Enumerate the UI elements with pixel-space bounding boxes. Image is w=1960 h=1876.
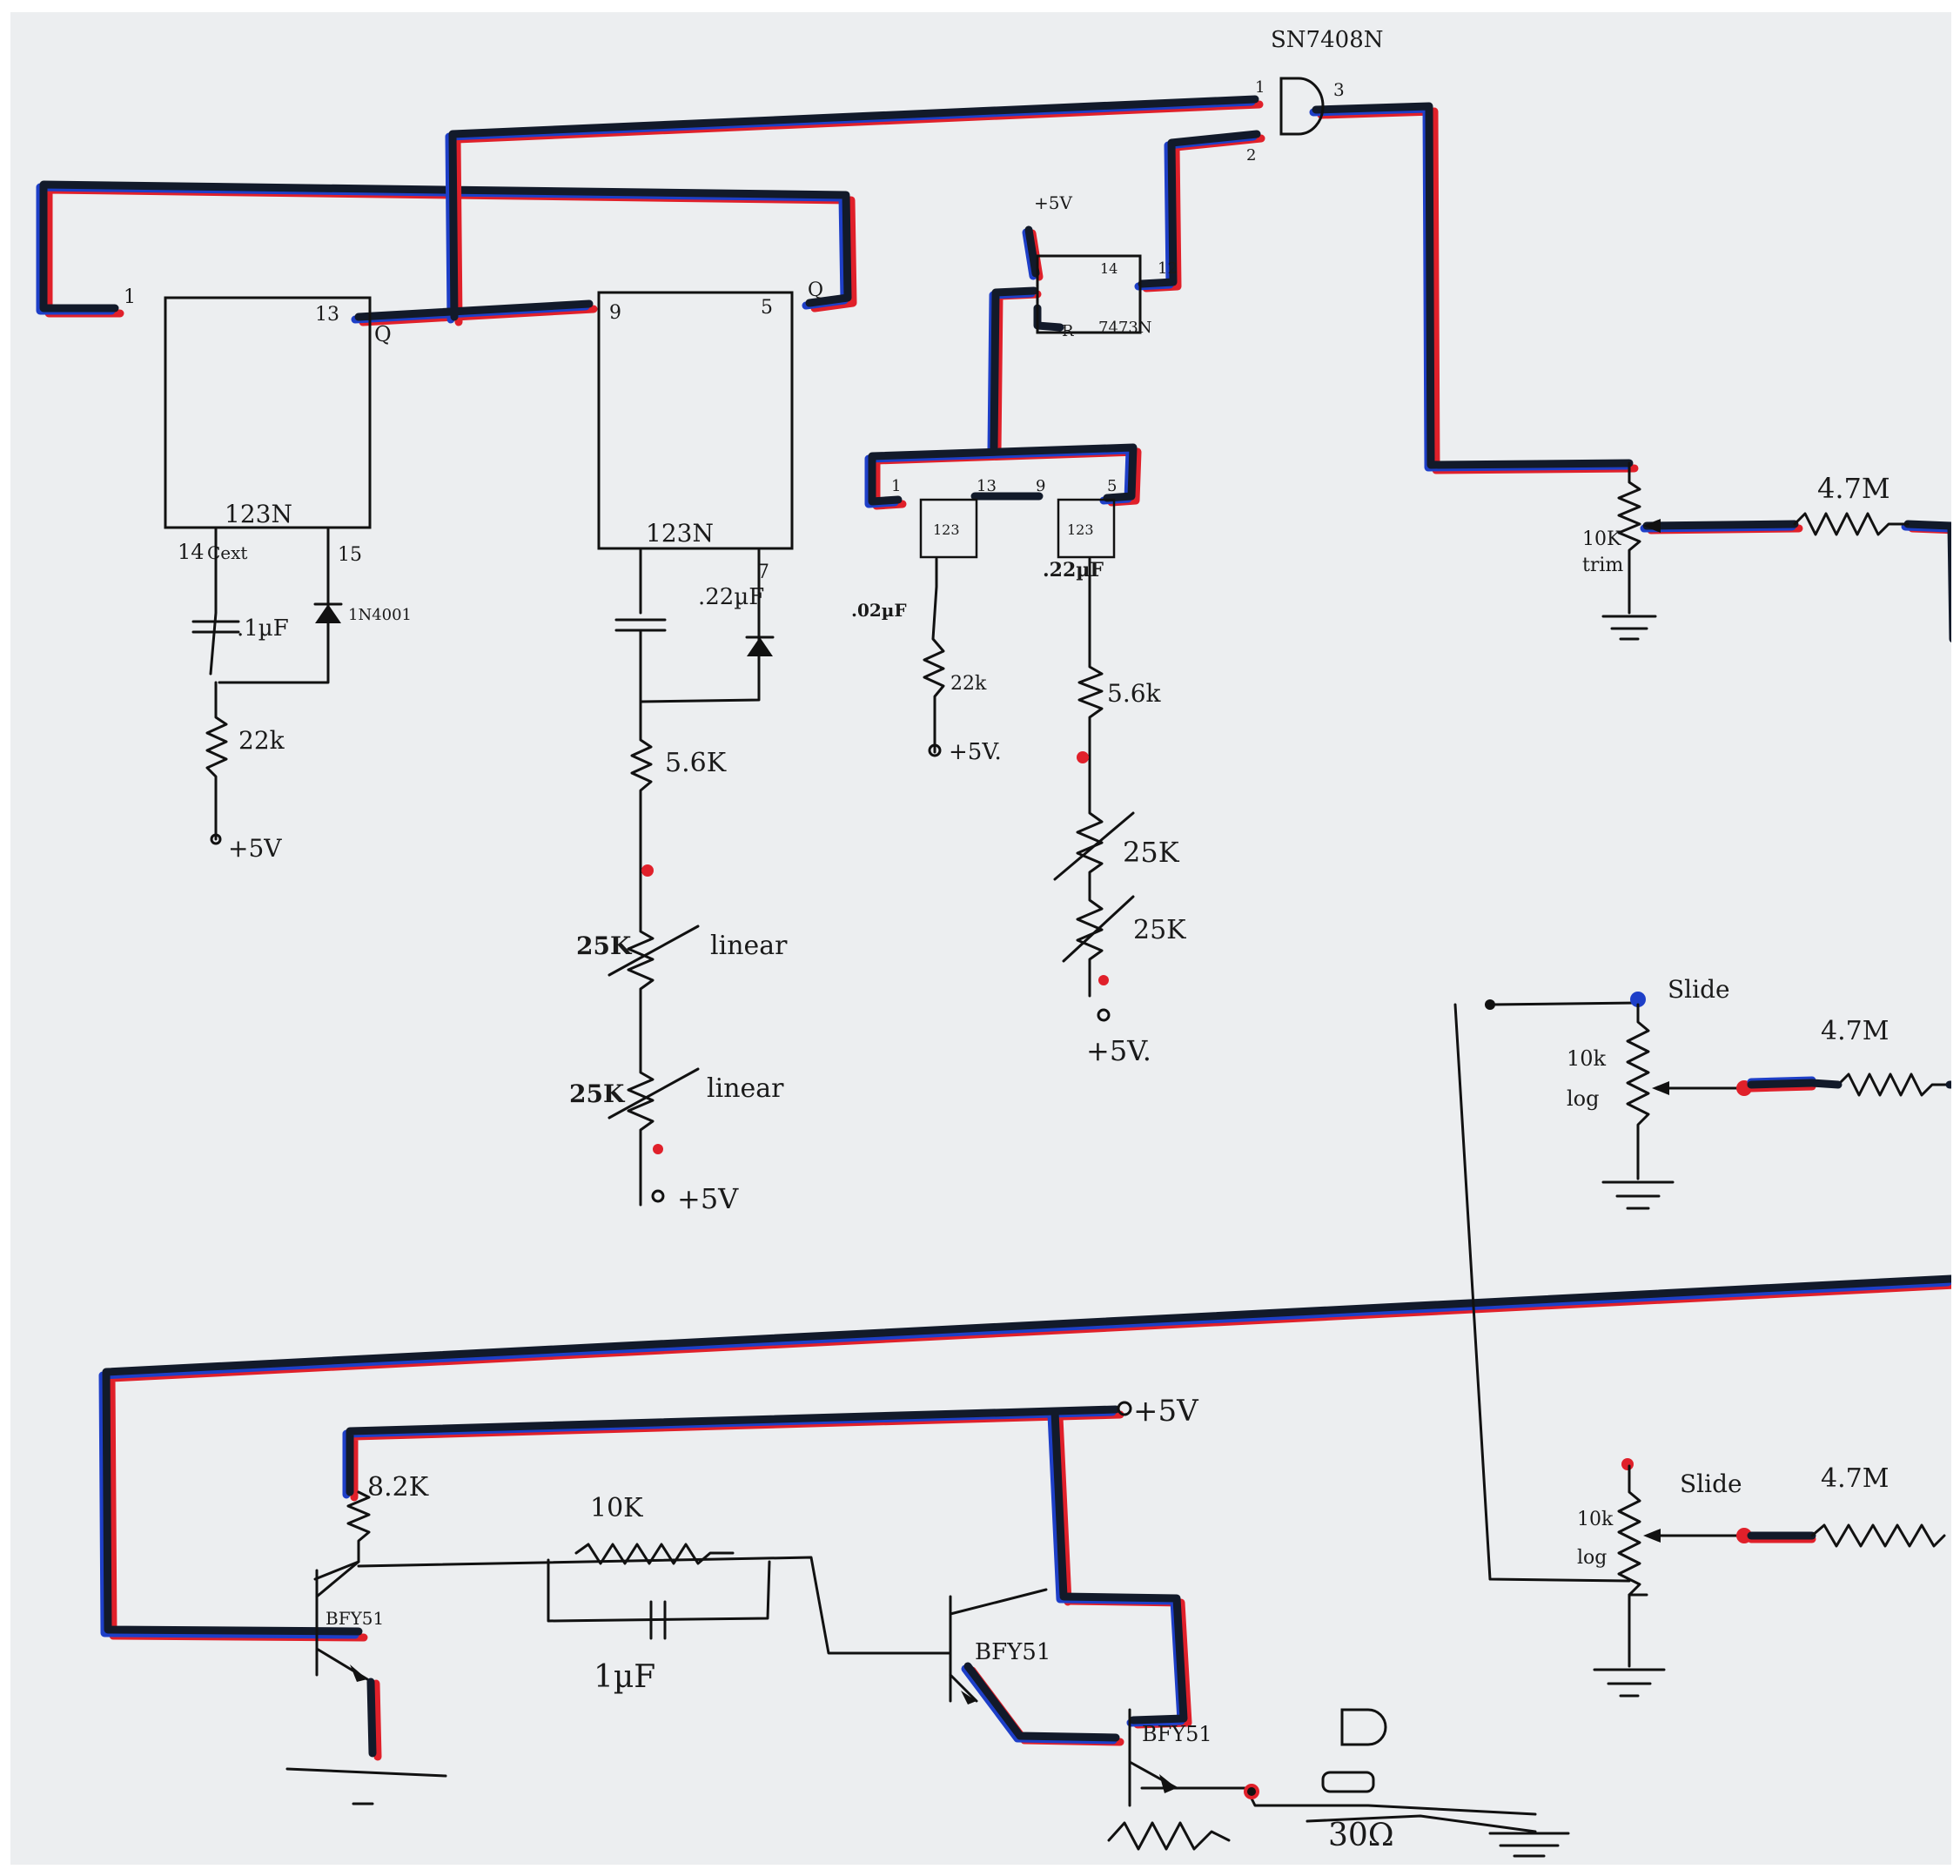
ic1-pin1: 1	[124, 286, 136, 308]
pot-c-label: 25K	[1123, 836, 1180, 869]
ic1-cext: Cext	[207, 542, 247, 563]
slide2-label: Slide	[1680, 1469, 1742, 1498]
v1-label: +5V	[228, 834, 282, 863]
diode1-label: 1N4001	[348, 606, 412, 624]
cap2-label: .22µF	[698, 584, 764, 610]
pot2-label: 10k	[1577, 1509, 1614, 1530]
ic4-name-a: 123	[933, 521, 960, 538]
r-10-label: 10K	[590, 1493, 643, 1523]
ic3-plus5: +5V	[1034, 192, 1072, 213]
ic4-pin9: 9	[1036, 477, 1045, 495]
schematic-sheet: 123N 1 13 Q 14 Cext 15 .1µF 1N4001 22k +…	[10, 12, 1951, 1865]
ic4-pin1: 1	[891, 477, 901, 495]
r3-label: 22k	[950, 673, 987, 695]
v3-label: +5V.	[949, 739, 1002, 765]
r-47-1-label: 4.7M	[1817, 472, 1890, 505]
slide-pot-1: Slide 10k log 4.7M	[1485, 975, 1951, 1210]
thin-wires	[357, 1001, 1640, 1833]
q3-label: BFY51	[1142, 1722, 1212, 1746]
ic3-pin14: 14	[1100, 260, 1118, 277]
pot1-type: log	[1567, 1086, 1600, 1111]
amplifier-section: +5V 8.2K 10K 1µF BFY51 BFY51 BFY51	[285, 1394, 1570, 1858]
r2-label: 5.6K	[665, 748, 727, 778]
ic2-pin5: 5	[761, 297, 773, 319]
r-47-3-label: 4.7M	[1821, 1463, 1889, 1494]
v2-label: +5V	[677, 1182, 739, 1215]
r-47-2-label: 4.7M	[1821, 1016, 1889, 1046]
slide1-label: Slide	[1668, 975, 1730, 1004]
circuit-diagram: 123N 1 13 Q 14 Cext 15 .1µF 1N4001 22k +…	[36, 27, 1951, 1858]
ic1-pin14: 14	[178, 540, 205, 564]
trim-label: 10K	[1582, 528, 1621, 550]
ic1-pin13: 13	[315, 304, 339, 326]
trim-pot-section: 10K trim 4.7M	[1582, 461, 1910, 641]
ic4-pin13: 13	[977, 477, 997, 495]
v4-label: +5V.	[1086, 1034, 1151, 1067]
ic2-123n: 123N 9 5 Q 7 .22µF 5.6K 25K linear 25K l…	[569, 279, 823, 1215]
pot-a-type: linear	[710, 931, 788, 961]
cap4-label: .22µF	[1043, 559, 1104, 582]
ic4-dual-123: 1 13 9 5 123 123 .02µF 22k +5V. .22µF 5.…	[851, 477, 1186, 1067]
ic1-pin15: 15	[338, 544, 362, 566]
vcc-label: +5V	[1133, 1394, 1199, 1429]
and-gate-sn7408n: SN7408N 1 2 3	[1246, 27, 1383, 165]
r-82-label: 8.2K	[367, 1472, 429, 1503]
trim-type: trim	[1582, 555, 1623, 576]
r4-label: 5.6k	[1107, 679, 1162, 708]
ic3-r: R	[1062, 322, 1074, 340]
cap1-label: .1µF	[237, 615, 289, 642]
ic2-q: Q	[808, 279, 823, 301]
and-pin1: 1	[1255, 78, 1265, 97]
ic1-123n: 123N 1 13 Q 14 Cext 15 .1µF 1N4001 22k +…	[124, 286, 412, 863]
q1-label: BFY51	[326, 1608, 384, 1629]
pot-d-label: 25K	[1133, 915, 1186, 945]
and-pin2: 2	[1246, 146, 1256, 165]
ic2-name: 123N	[646, 519, 714, 548]
slide-pot-2: Slide 10k log 4.7M	[1577, 1458, 1946, 1698]
ic3-pin12: 12	[1158, 259, 1178, 278]
and-pin3: 3	[1333, 79, 1345, 100]
cap3-label: .02µF	[851, 600, 907, 621]
ic1-name: 123N	[225, 500, 292, 528]
ic4-name-b: 123	[1067, 521, 1094, 538]
and-gate-label: SN7408N	[1271, 27, 1383, 53]
ic1-q: Q	[374, 322, 392, 346]
ic3-7473n: 7473N +5V 14 12 R	[1034, 192, 1178, 340]
ic3-name: 7473N	[1098, 319, 1152, 337]
cap-1u-label: 1µF	[594, 1659, 655, 1695]
q2-label: BFY51	[975, 1639, 1050, 1665]
pot-b-label: 25K	[569, 1079, 626, 1108]
r1-label: 22k	[238, 726, 285, 755]
ic2-pin9: 9	[609, 302, 621, 324]
pot-b-type: linear	[707, 1073, 784, 1104]
pot2-type: log	[1577, 1547, 1607, 1569]
bus-wires	[36, 95, 1951, 1746]
pot-a-label: 25K	[576, 931, 633, 960]
speaker-label: 30Ω	[1328, 1818, 1394, 1853]
pot1-label: 10k	[1567, 1046, 1607, 1071]
ic4-pin5: 5	[1107, 477, 1117, 495]
